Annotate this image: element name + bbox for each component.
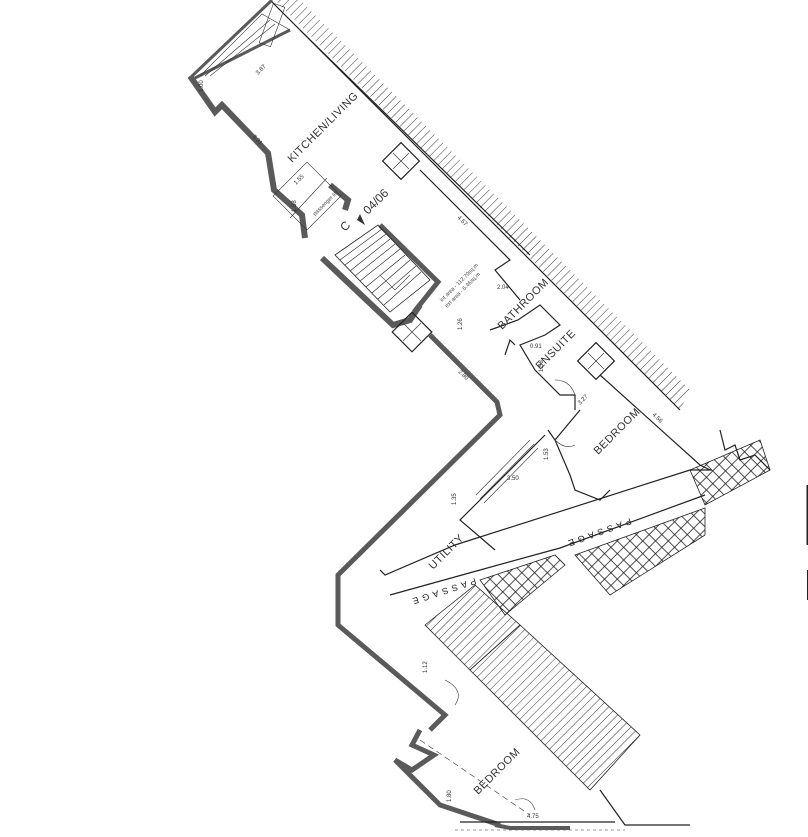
unit-number: 04/06 xyxy=(360,186,391,217)
staircase xyxy=(334,224,431,313)
dim-label: 1.35 xyxy=(452,493,458,505)
windows xyxy=(475,439,539,504)
dim-label: 3.50 xyxy=(507,476,519,482)
exterior-walls xyxy=(187,0,503,828)
shaft-ensuite xyxy=(576,341,616,381)
unit-block: C xyxy=(337,218,353,234)
right-boundary xyxy=(719,429,808,600)
dim-label: 1.53 xyxy=(544,448,550,460)
label-bedroom-upper: BEDROOM xyxy=(592,406,643,457)
shaft-upper xyxy=(381,141,421,181)
dim-label: 1.00 xyxy=(199,80,205,92)
dim-label: 1.56 xyxy=(539,360,545,372)
passenger-lift xyxy=(272,161,342,231)
balcony xyxy=(199,2,291,77)
dim-label: 4.75 xyxy=(527,814,539,820)
site-boundary xyxy=(455,789,690,831)
unit-marker-icon xyxy=(357,214,365,225)
label-utility: UTILITY xyxy=(427,532,467,572)
courtyard-hatch xyxy=(424,439,771,791)
label-kitchen-living: KITCHEN/LIVING xyxy=(286,90,361,165)
door-swings xyxy=(419,379,576,816)
dim-label: 1.58 xyxy=(292,200,298,212)
dim-label: 4.56 xyxy=(651,412,664,425)
dim-label: 3.87 xyxy=(255,63,268,76)
label-bedroom-lower: BEDROOM xyxy=(472,746,523,797)
service-shafts xyxy=(381,141,616,381)
dim-label: 3.27 xyxy=(577,393,590,406)
dim-label: 2.04 xyxy=(497,285,509,291)
dim-label: 1.55 xyxy=(293,173,306,186)
shaft-middle xyxy=(391,311,433,353)
dim-label: 1.80 xyxy=(447,790,453,802)
dim-label: 0.91 xyxy=(530,344,542,350)
label-passenger-lift: passenger lift xyxy=(312,190,340,218)
dim-label: 1.12 xyxy=(423,661,429,673)
interior-walls xyxy=(299,29,712,596)
dim-label: 1.26 xyxy=(458,318,464,330)
